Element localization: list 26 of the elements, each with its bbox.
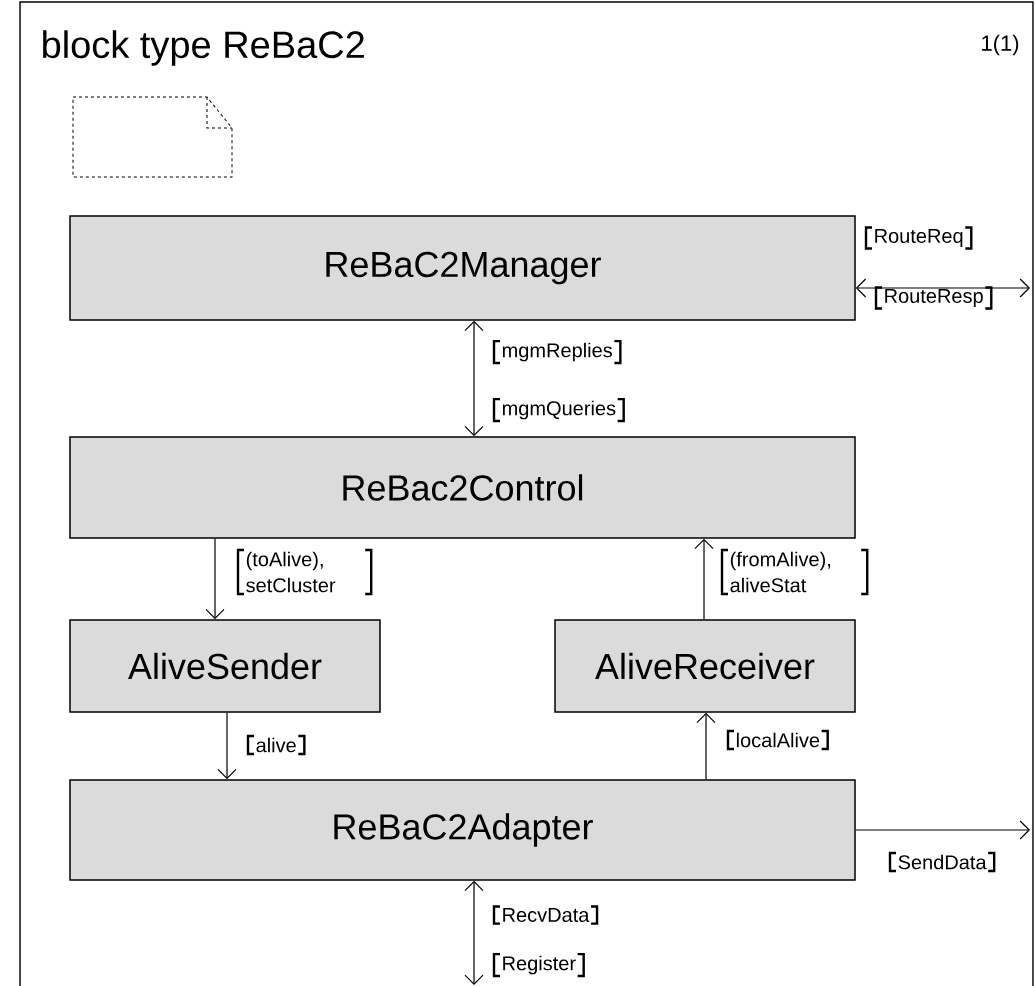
arrow — [205, 538, 225, 620]
signal-list: (fromAlive), aliveStat — [720, 548, 869, 596]
arrow — [464, 880, 484, 985]
signal-list: Register — [492, 952, 585, 978]
signal-list: alive — [246, 734, 306, 756]
signal-list: RouteReq — [864, 226, 973, 250]
block-box: AliveSender — [69, 619, 381, 713]
signal-list: (toAlive), setCluster — [236, 548, 373, 596]
arrow — [855, 820, 1030, 840]
arrow — [464, 320, 484, 437]
title: block type ReBaC2 — [43, 30, 364, 66]
page-number: 1(1) — [982, 34, 1019, 56]
arrow — [217, 712, 237, 780]
arrow — [696, 712, 716, 780]
signal-list: RecvData — [492, 905, 599, 925]
arrow — [694, 538, 714, 620]
block-box: AliveReceiver — [554, 619, 856, 713]
block-box: ReBac2Control — [69, 436, 856, 539]
signal-list: RouteResp — [874, 286, 993, 310]
block-box: ReBaC2Adapter — [69, 779, 856, 881]
signal-list: localAlive — [726, 729, 829, 751]
signal-list: mgmReplies — [492, 339, 622, 365]
block-box: ReBaC2Manager — [69, 215, 856, 321]
arrow — [855, 278, 1030, 298]
signal-list: mgmQueries — [492, 397, 625, 423]
signal-list: SendData — [888, 851, 996, 873]
